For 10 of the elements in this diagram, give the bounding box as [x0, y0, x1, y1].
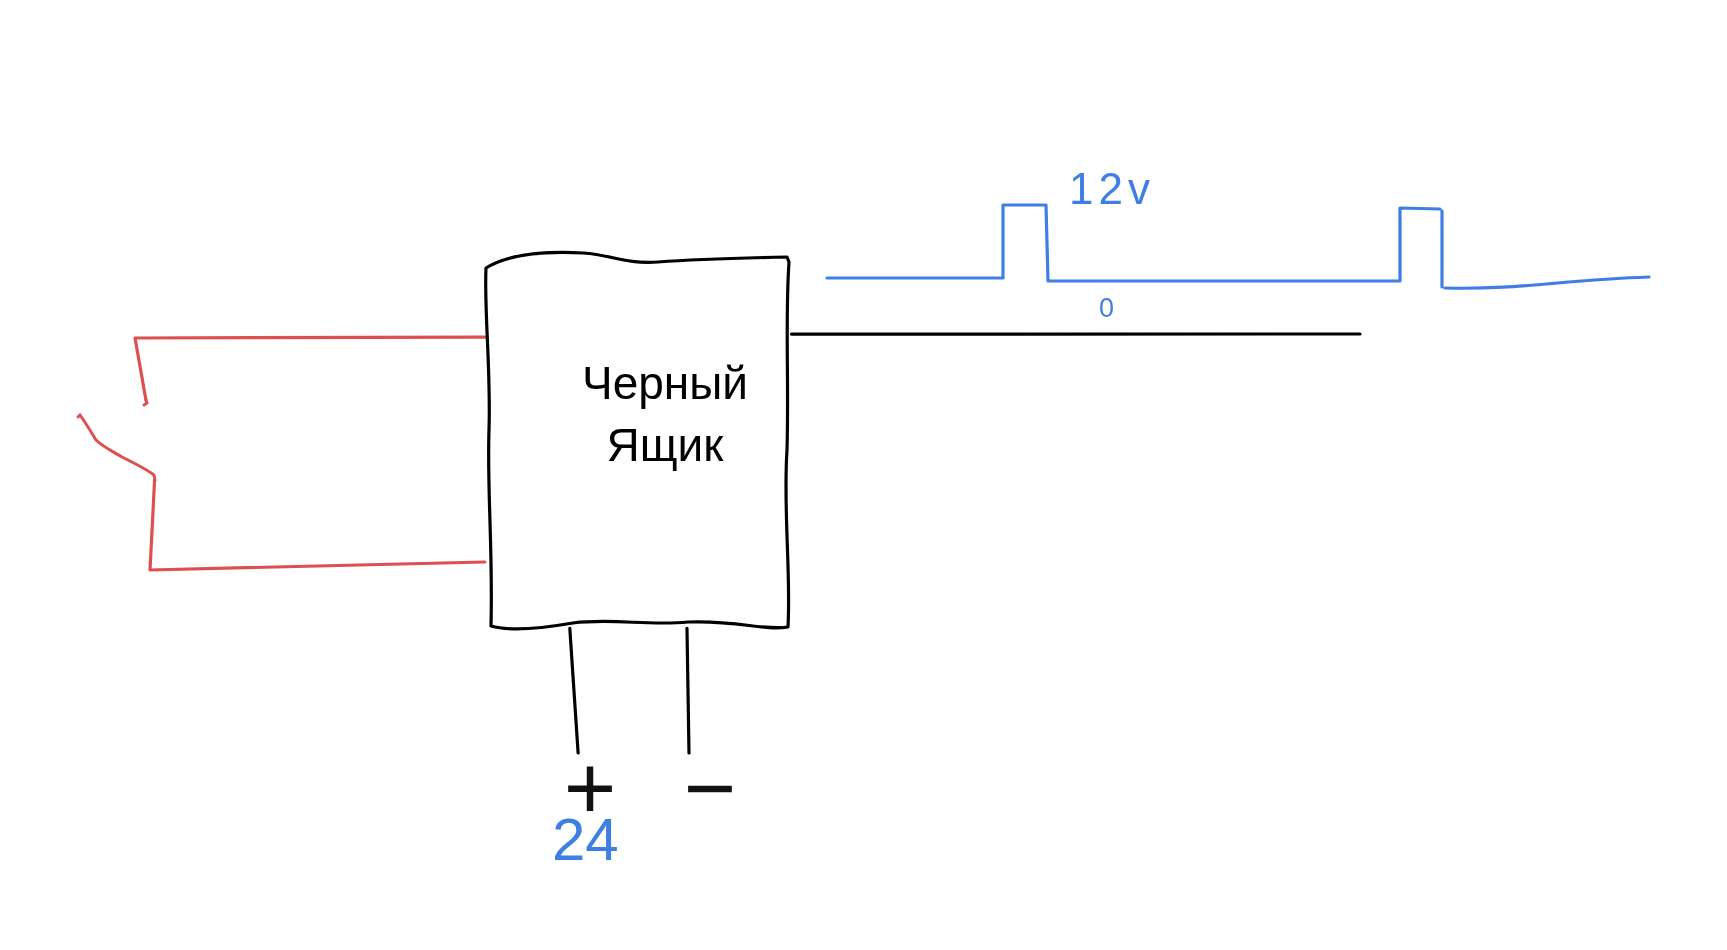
voltage-label: 24: [552, 810, 619, 870]
wire: [148, 478, 487, 572]
voltage-label: 12v: [1069, 167, 1155, 211]
wire: [789, 332, 1362, 336]
wire: [568, 626, 580, 755]
box-label: Черный Ящик: [581, 356, 749, 473]
wire: [133, 335, 487, 402]
level-label: 0: [1099, 295, 1115, 322]
polarity-label: −: [668, 753, 752, 823]
wire: [685, 626, 691, 755]
